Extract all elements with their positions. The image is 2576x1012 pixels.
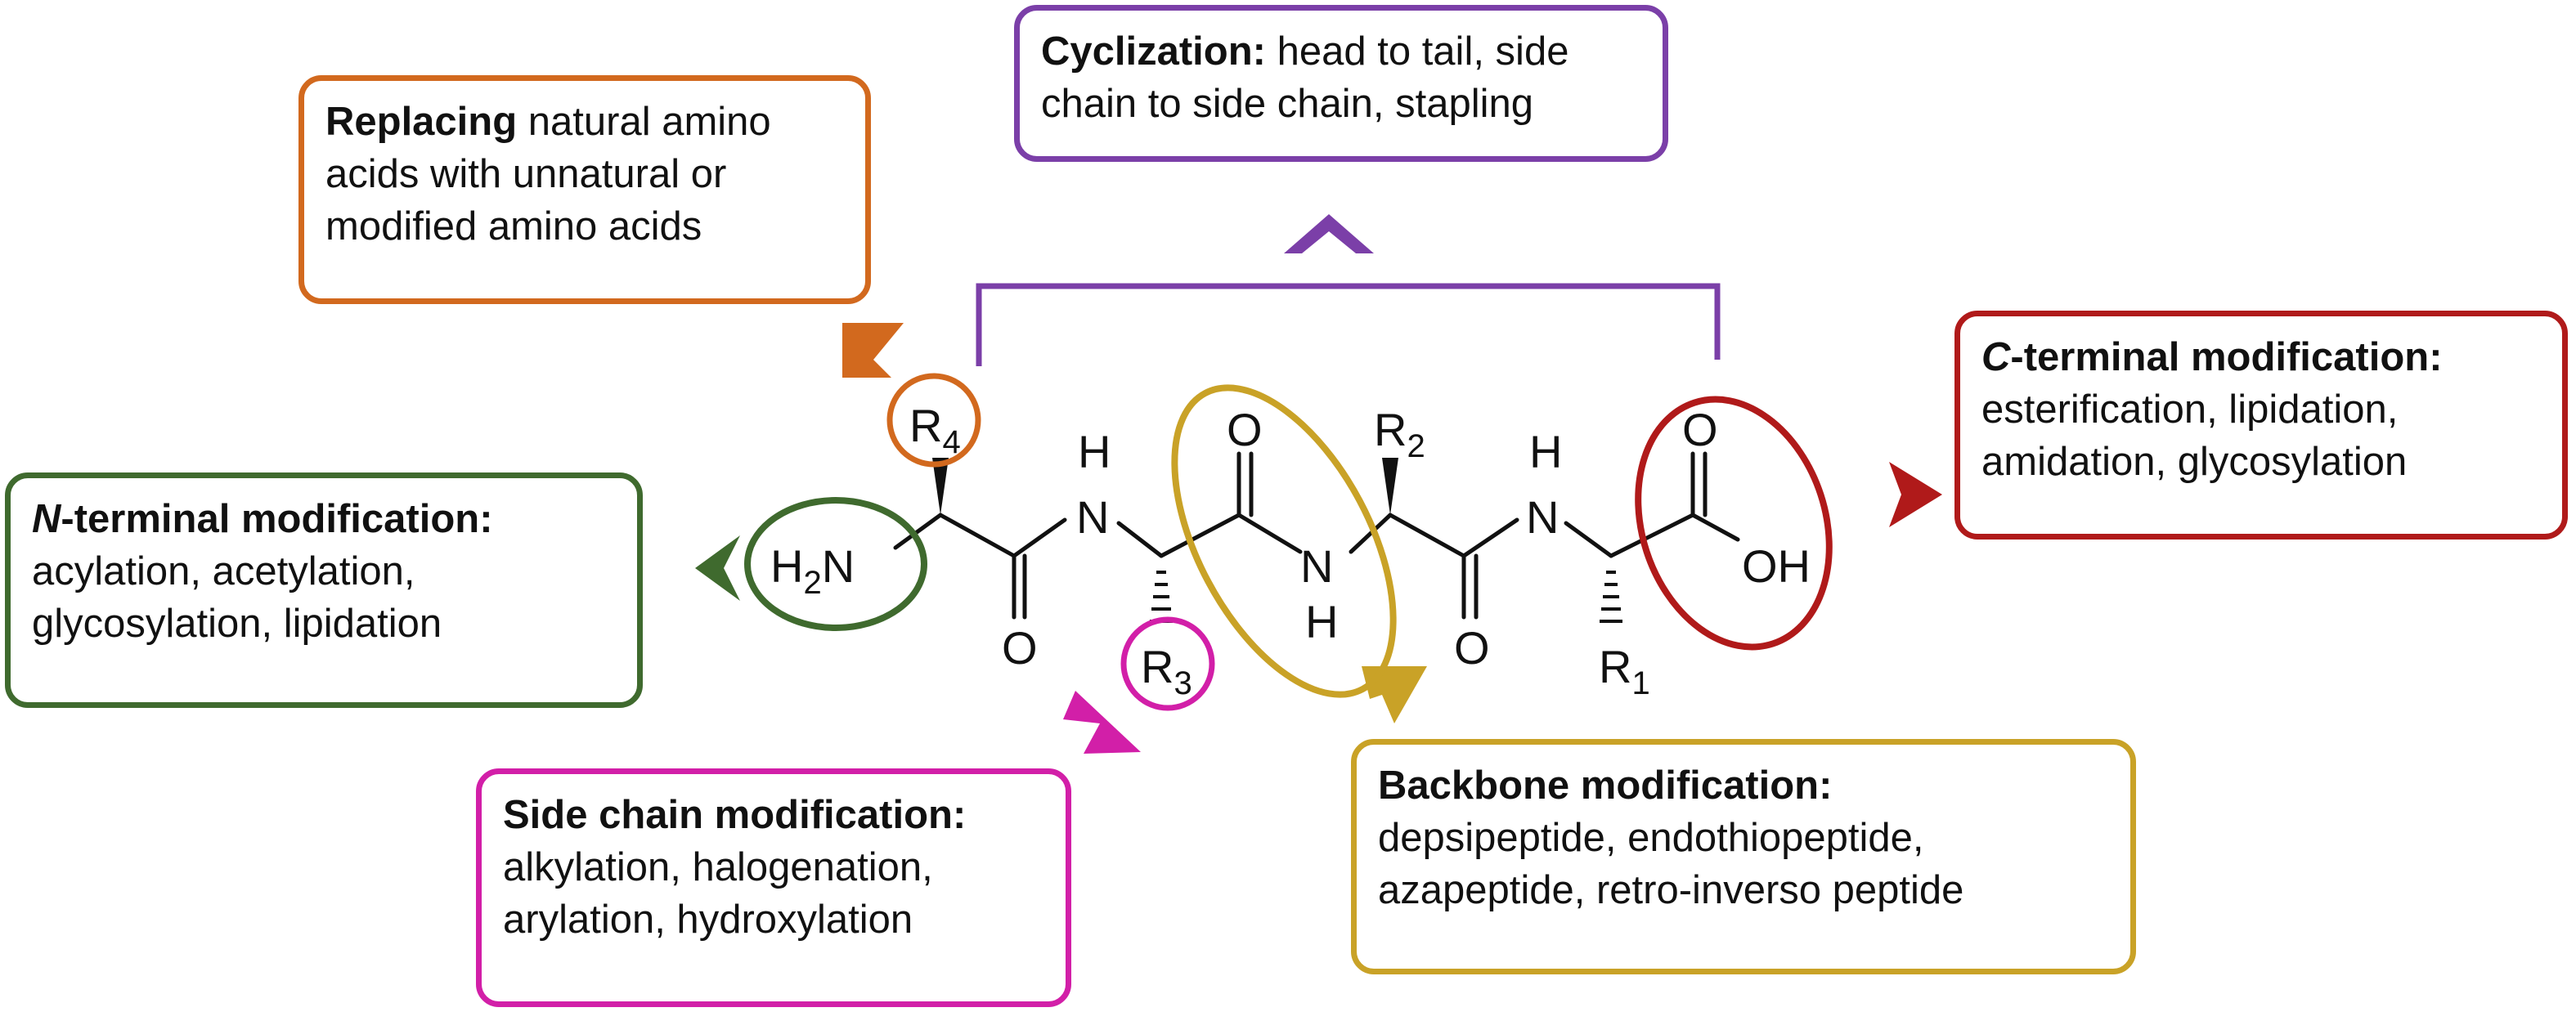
c-terminal-chevron-icon: [1889, 462, 1942, 527]
backbone-line3: azapeptide, retro-inverso peptide: [1378, 868, 1964, 912]
c-terminal-box: C-terminal modification: esterification,…: [1954, 311, 2568, 540]
replacing-chevron-icon: [842, 323, 904, 378]
replacing-line3: modified amino acids: [325, 204, 702, 249]
c-terminal-italic: C: [1981, 335, 2011, 379]
r4-highlight-circle: [886, 373, 981, 468]
h2n-label: H2N: [770, 540, 855, 601]
backbone-box: Backbone modification: depsipeptide, end…: [1351, 739, 2136, 974]
backbone-title: Backbone modification:: [1378, 763, 1833, 808]
backbone-line2: depsipeptide, endothiopeptide,: [1378, 816, 1924, 860]
nh1-n-label: N: [1076, 491, 1109, 543]
o4-label: O: [1682, 404, 1718, 455]
c-terminal-line2: esterification, lipidation,: [1981, 387, 2399, 432]
r4-label: R4: [909, 400, 961, 460]
hashed-bond-r1: [1600, 571, 1622, 623]
r3-label: R3: [1141, 641, 1192, 701]
replacing-line2: acids with unnatural or: [325, 152, 727, 196]
o1-label: O: [1002, 622, 1038, 674]
c-terminal-line3: amidation, glycosylation: [1981, 440, 2408, 484]
wedge-bond-r4: [932, 458, 949, 515]
replacing-box: Replacing natural amino acids with unnat…: [298, 75, 871, 304]
nh2-n-label: N: [1300, 540, 1333, 592]
oh-label: OH: [1742, 540, 1811, 592]
n-terminal-box: N-terminal modification: acylation, acet…: [5, 472, 643, 708]
replacing-title: Replacing: [325, 100, 518, 144]
backbone-highlight: [1171, 384, 1397, 698]
replacing-line1: natural amino: [517, 100, 771, 144]
n-terminal-line3: glycosylation, lipidation: [32, 602, 442, 646]
side-chain-line2: alkylation, halogenation,: [503, 845, 933, 889]
backbone-chevron-icon: [1362, 666, 1427, 723]
cyclization-title: Cyclization:: [1041, 29, 1266, 74]
nh3-h-label: H: [1529, 426, 1562, 477]
cyclization-chevron-icon: [1284, 214, 1374, 253]
cyclization-line2: chain to side chain, stapling: [1041, 82, 1533, 126]
side-chain-title: Side chain modification:: [503, 793, 967, 837]
nh3-n-label: N: [1526, 491, 1559, 543]
nh2-h-label: H: [1305, 596, 1338, 647]
cyclization-bracket: [976, 283, 1721, 366]
o3-label: O: [1454, 622, 1490, 674]
cyclization-box: Cyclization: head to tail, side chain to…: [1014, 5, 1668, 162]
r1-label: R1: [1599, 641, 1650, 701]
hashed-bond-r3: [1150, 571, 1173, 623]
c-terminal-title: -terminal modification:: [2010, 335, 2443, 379]
n-terminal-chevron-icon: [695, 535, 740, 601]
r2-label: R2: [1374, 404, 1425, 464]
wedge-bond-r2: [1382, 458, 1398, 515]
c-terminal-highlight: [1635, 396, 1833, 651]
n-terminal-italic: N: [32, 497, 61, 541]
side-chain-line3: arylation, hydroxylation: [503, 898, 913, 942]
nh1-h-label: H: [1078, 426, 1111, 477]
cyclization-line1: head to tail, side: [1265, 29, 1569, 74]
side-chain-box: Side chain modification: alkylation, hal…: [476, 768, 1071, 1007]
r3-highlight-circle: [1120, 616, 1215, 711]
peptide-skeleton: [893, 451, 1740, 620]
n-terminal-highlight: [744, 497, 927, 631]
n-terminal-line2: acylation, acetylation,: [32, 549, 415, 593]
side-chain-chevron-icon: [1063, 691, 1141, 754]
n-terminal-title: -terminal modification:: [61, 497, 493, 541]
o2-label: O: [1227, 404, 1263, 455]
